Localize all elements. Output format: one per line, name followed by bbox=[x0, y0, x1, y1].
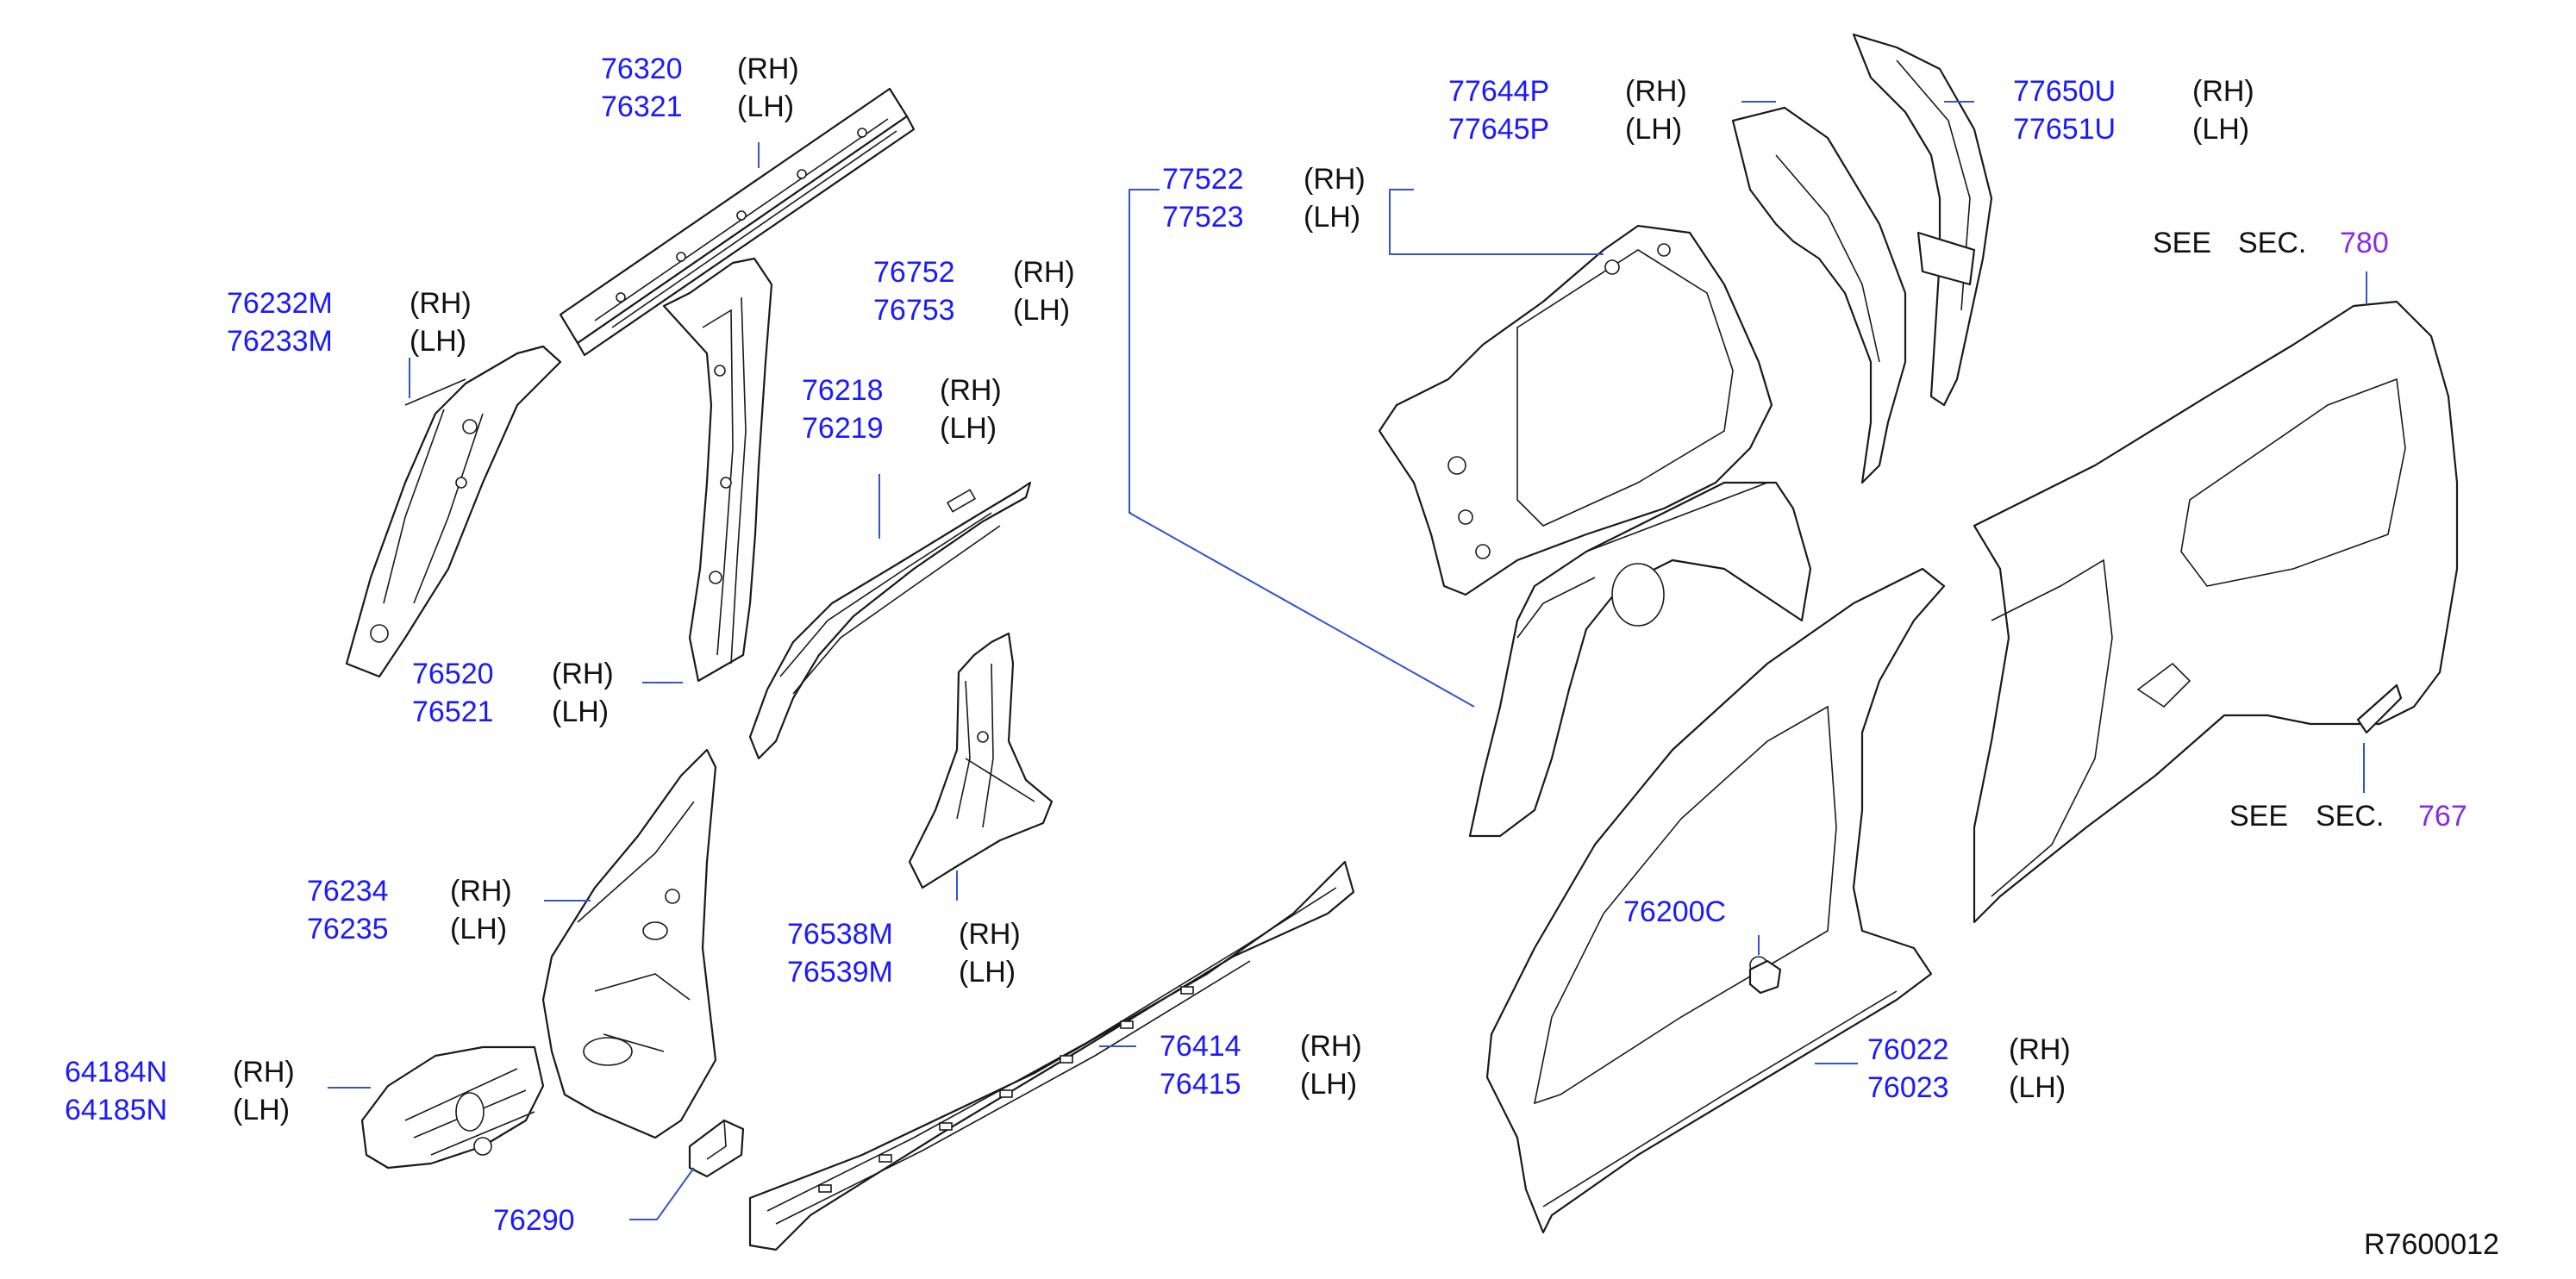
part-number-76219[interactable]: 76219 bbox=[802, 412, 884, 445]
part-number-76232M[interactable]: 76232M bbox=[227, 287, 333, 320]
part-number-76521[interactable]: 76521 bbox=[412, 696, 494, 728]
part-number-76415[interactable]: 76415 bbox=[1160, 1068, 1241, 1101]
side-label-rh: (RH) bbox=[959, 918, 1021, 951]
side-label-lh: (LH) bbox=[2192, 113, 2250, 146]
part-76200C-clip[interactable] bbox=[1748, 959, 1782, 995]
part-77650U-bracket[interactable] bbox=[1852, 33, 1993, 407]
part-77644P-quarter-inner[interactable] bbox=[1378, 224, 1773, 596]
leader-lines bbox=[328, 101, 2367, 1220]
part-number-76321[interactable]: 76321 bbox=[601, 90, 683, 123]
side-label-lh: (LH) bbox=[1625, 113, 1683, 146]
side-label-rh: (RH) bbox=[233, 1056, 295, 1089]
part-number-76022[interactable]: 76022 bbox=[1867, 1033, 1949, 1066]
side-label-lh: (LH) bbox=[940, 412, 997, 445]
part-number-64185N[interactable]: 64185N bbox=[65, 1094, 168, 1126]
part-body-side-rear[interactable] bbox=[1973, 300, 2459, 924]
part-77522-wheelhouse[interactable] bbox=[1468, 481, 1812, 838]
part-number-76290[interactable]: 76290 bbox=[493, 1204, 575, 1237]
part-76538M-pillar-lower[interactable] bbox=[908, 632, 1054, 889]
part-number-77650U[interactable]: 77650U bbox=[2013, 75, 2116, 108]
side-label-rh: (RH) bbox=[1625, 75, 1687, 108]
part-number-77522[interactable]: 77522 bbox=[1162, 163, 1244, 196]
part-number-77651U[interactable]: 77651U bbox=[2013, 113, 2116, 146]
sec-label-780: SEC. bbox=[2238, 227, 2307, 259]
side-label-rh: (RH) bbox=[410, 287, 472, 320]
see-label-767: SEE bbox=[2229, 800, 2289, 833]
part-number-76233M[interactable]: 76233M bbox=[227, 325, 333, 358]
diagram-id: R7600012 bbox=[2364, 1228, 2499, 1261]
section-ref-780[interactable]: 780 bbox=[2340, 227, 2389, 259]
side-label-rh: (RH) bbox=[1013, 256, 1075, 289]
part-76290-bracket[interactable] bbox=[688, 1119, 745, 1178]
part-number-77644P[interactable]: 77644P bbox=[1448, 75, 1550, 108]
part-number-76538M[interactable]: 76538M bbox=[787, 918, 893, 951]
side-label-lh: (LH) bbox=[1304, 201, 1361, 234]
part-76234-hinge-pillar[interactable] bbox=[541, 748, 717, 1139]
part-number-76218[interactable]: 76218 bbox=[802, 374, 884, 407]
side-label-lh: (LH) bbox=[450, 913, 508, 945]
part-splash-strip[interactable] bbox=[2356, 683, 2403, 734]
part-number-64184N[interactable]: 64184N bbox=[65, 1056, 168, 1089]
side-label-lh: (LH) bbox=[410, 325, 467, 358]
side-label-lh: (LH) bbox=[1300, 1068, 1358, 1101]
sec-label-767: SEC. bbox=[2316, 800, 2385, 833]
part-77650U-quarter-upper[interactable] bbox=[1731, 106, 1907, 484]
part-76320-roof-rail[interactable] bbox=[559, 87, 916, 357]
part-76414-sill[interactable] bbox=[748, 860, 1355, 1251]
part-number-76235[interactable]: 76235 bbox=[307, 913, 389, 945]
part-number-76023[interactable]: 76023 bbox=[1867, 1071, 1949, 1104]
see-label-780: SEE bbox=[2153, 227, 2212, 259]
part-number-76539M[interactable]: 76539M bbox=[787, 956, 893, 989]
part-number-77523[interactable]: 77523 bbox=[1162, 201, 1244, 234]
part-76232M-front-pillar[interactable] bbox=[345, 345, 562, 678]
part-76022-body-side[interactable] bbox=[1485, 567, 1946, 1234]
side-label-rh: (RH) bbox=[1300, 1030, 1362, 1063]
part-number-76320[interactable]: 76320 bbox=[601, 53, 683, 85]
side-label-rh: (RH) bbox=[737, 53, 799, 85]
side-label-lh: (LH) bbox=[737, 90, 795, 123]
part-number-76520[interactable]: 76520 bbox=[412, 658, 494, 690]
side-label-rh: (RH) bbox=[552, 658, 614, 690]
side-label-lh: (LH) bbox=[2009, 1071, 2066, 1104]
side-label-lh: (LH) bbox=[552, 696, 610, 728]
part-number-76753[interactable]: 76753 bbox=[873, 294, 955, 327]
part-number-76414[interactable]: 76414 bbox=[1160, 1030, 1241, 1063]
section-ref-767[interactable]: 767 bbox=[2418, 800, 2467, 833]
side-label-rh: (RH) bbox=[2192, 75, 2254, 108]
part-number-76200C[interactable]: 76200C bbox=[1623, 895, 1727, 928]
part-number-76234[interactable]: 76234 bbox=[307, 875, 389, 908]
part-number-76752[interactable]: 76752 bbox=[873, 256, 955, 289]
part-64184N-hoodledge[interactable] bbox=[360, 1045, 545, 1170]
side-label-lh: (LH) bbox=[233, 1094, 291, 1126]
part-number-77645P[interactable]: 77645P bbox=[1448, 113, 1550, 146]
side-label-rh: (RH) bbox=[1304, 163, 1366, 196]
side-label-rh: (RH) bbox=[2009, 1033, 2071, 1066]
side-label-rh: (RH) bbox=[450, 875, 512, 908]
part-76218-roof-bow[interactable] bbox=[748, 481, 1032, 760]
side-label-rh: (RH) bbox=[940, 374, 1002, 407]
side-label-lh: (LH) bbox=[959, 956, 1016, 989]
side-label-lh: (LH) bbox=[1013, 294, 1071, 327]
part-76520-center-pillar[interactable] bbox=[662, 257, 773, 683]
